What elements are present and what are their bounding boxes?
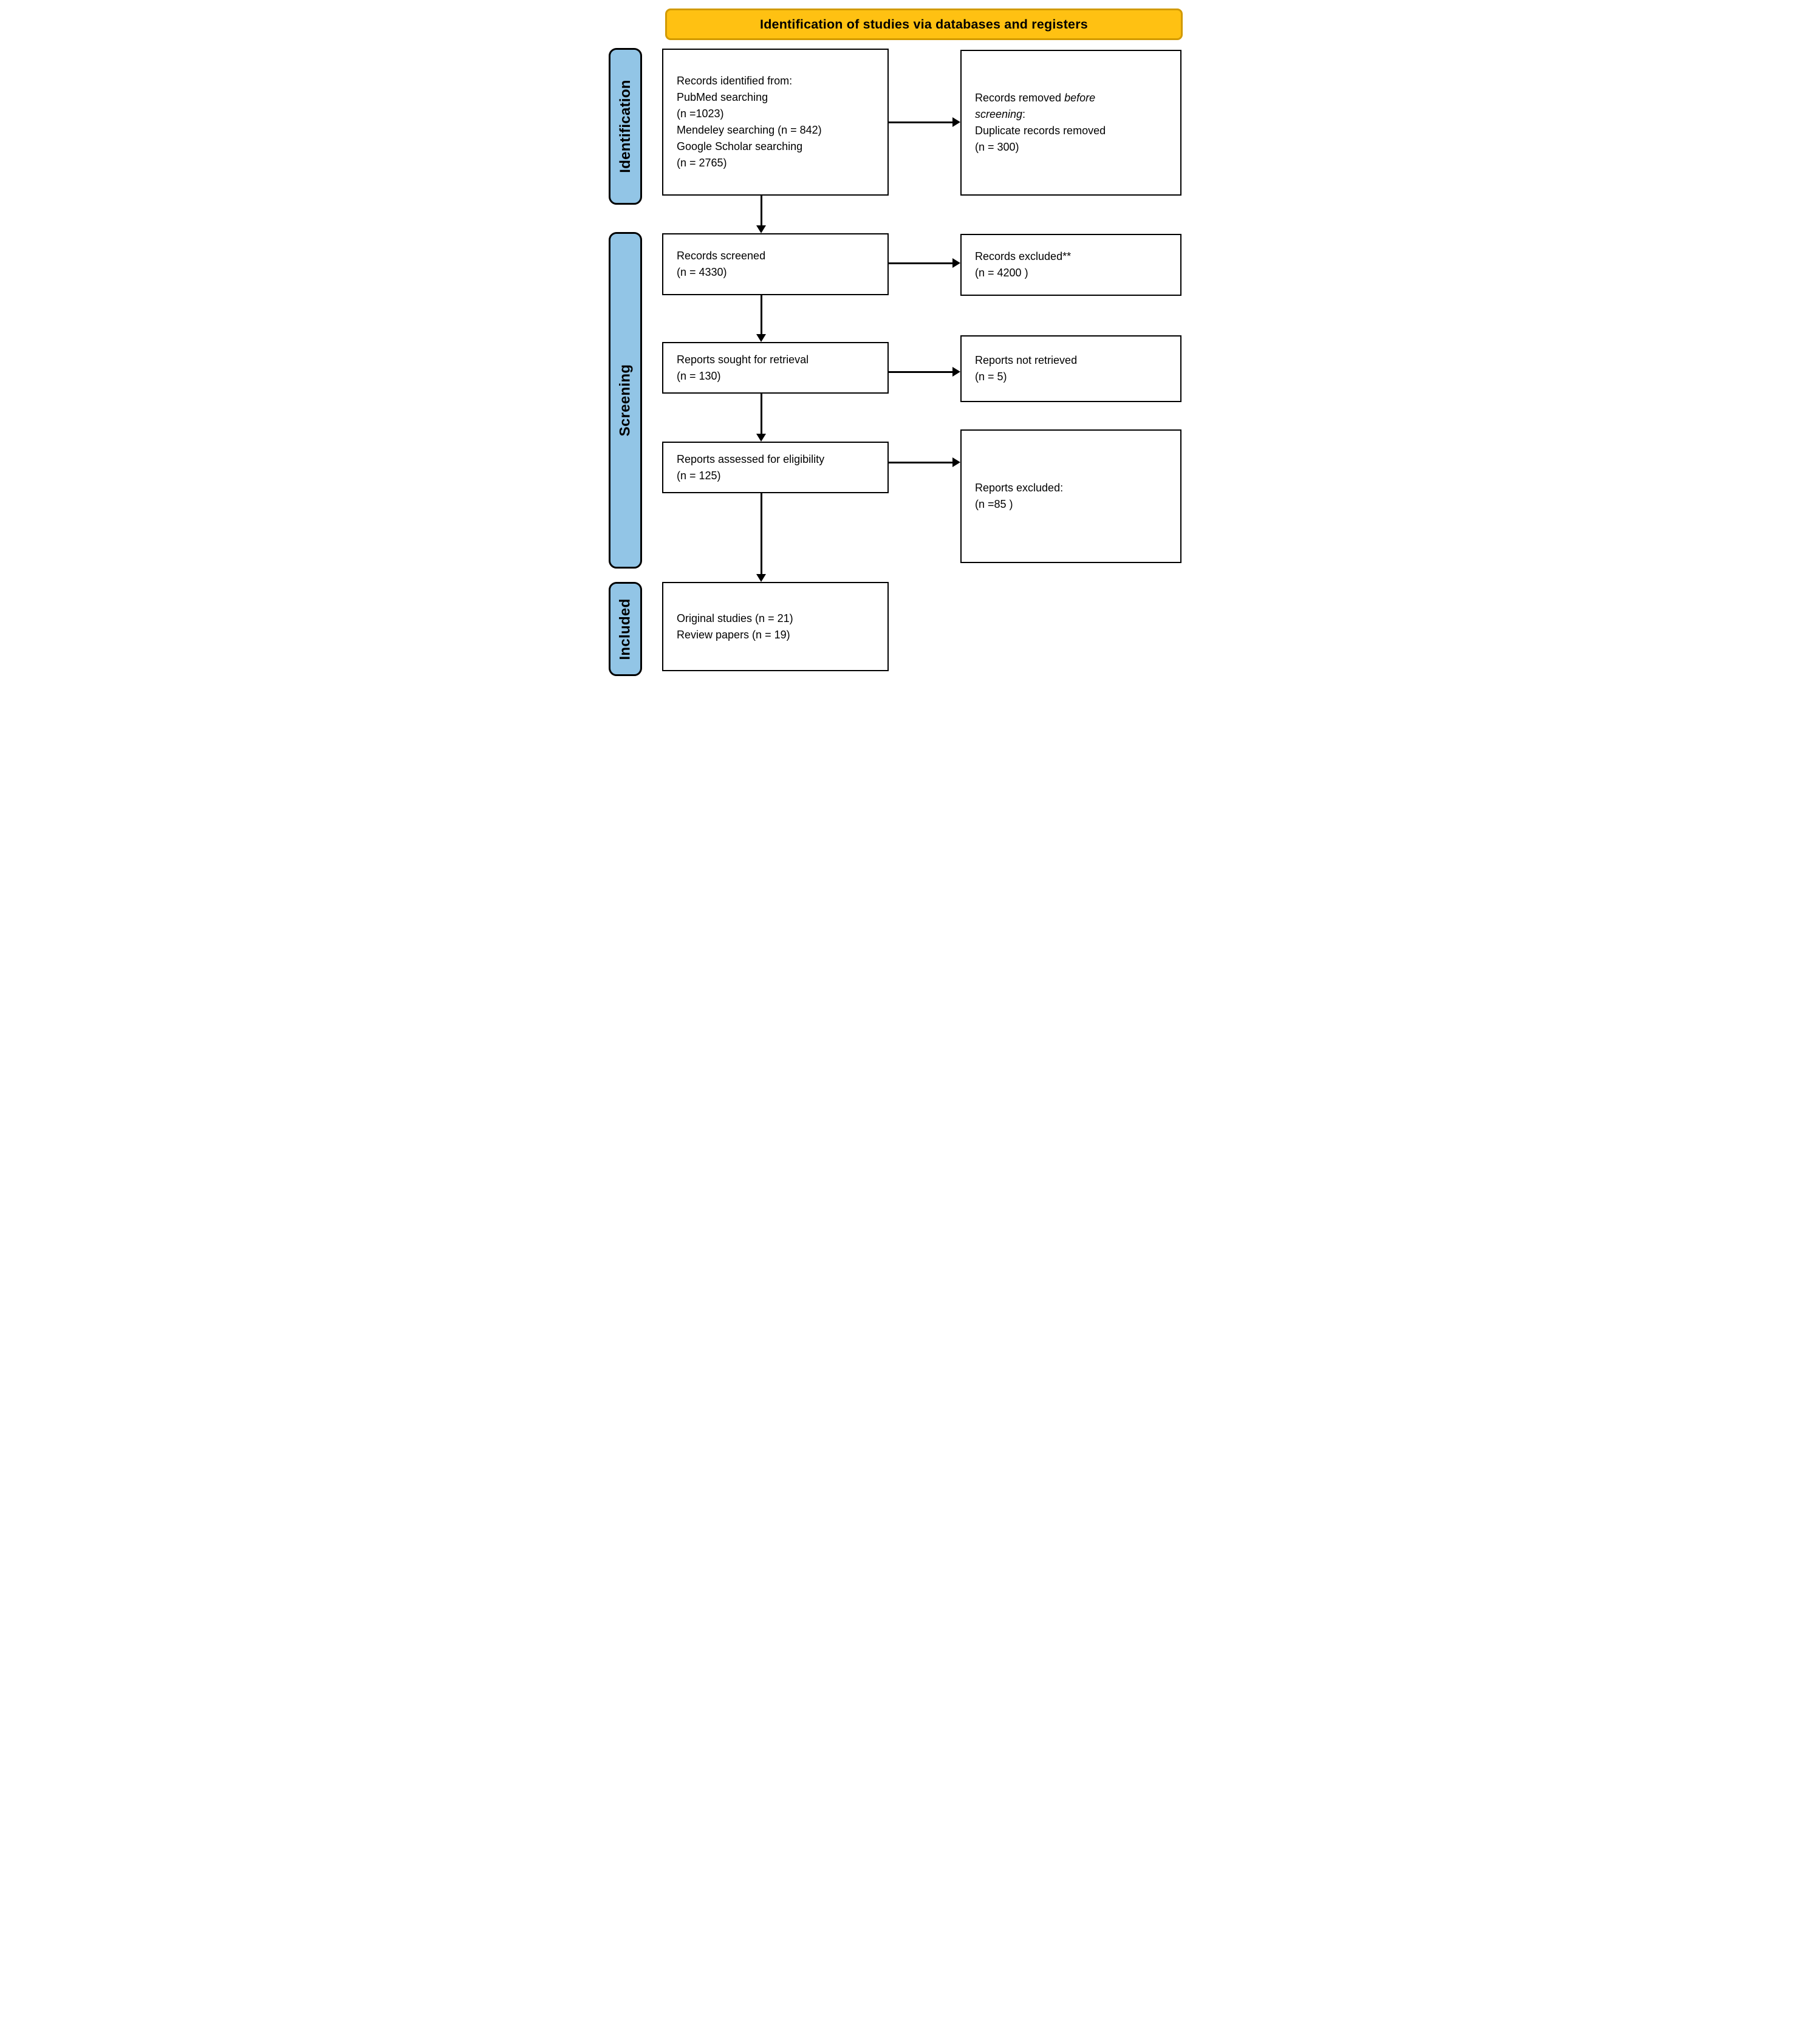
prisma-flow-diagram: Identification of studies via databases … [598, 0, 1197, 682]
box-reports-not-retrieved: Reports not retrieved (n = 5) [960, 335, 1181, 402]
records-identified-item: (n =1023) [677, 108, 724, 120]
records-identified-item: (n = 2765) [677, 157, 727, 169]
banner: Identification of studies via databases … [665, 9, 1183, 40]
arrow-screened-to-sought-head [756, 334, 766, 342]
arrow-assessed-to-included-line [761, 493, 762, 574]
reports-excluded-intro: Reports excluded: [975, 482, 1064, 494]
arrow-sought-to-assessed-head [756, 434, 766, 442]
included-original-studies: Original studies (n = 21) [677, 612, 793, 624]
arrow-identified-to-removed-line [889, 121, 952, 123]
records-identified-item: Mendeley searching (n = 842) [677, 124, 822, 136]
box-records-identified: Records identified from: PubMed searchin… [662, 49, 889, 196]
box-records-excluded: Records excluded** (n = 4200 ) [960, 234, 1181, 296]
records-removed-item: Duplicate records removed [975, 125, 1106, 137]
records-identified-intro: Records identified from: [677, 75, 793, 87]
stage-label-identification-text: Identification [617, 80, 634, 173]
arrow-screened-to-excluded-head [952, 258, 960, 268]
reports-sought-count: (n = 130) [677, 369, 721, 382]
records-excluded-count: (n = 4200 ) [975, 267, 1028, 279]
arrow-assessed-to-excluded-head [952, 457, 960, 467]
stage-label-screening: Screening [609, 232, 642, 569]
reports-assessed-line: Reports assessed for eligibility [677, 453, 825, 465]
records-removed-intro: Records removed before screening: [975, 90, 1121, 123]
arrow-sought-to-assessed-line [761, 394, 762, 434]
stage-label-identification: Identification [609, 48, 642, 205]
box-records-removed: Records removed before screening: Duplic… [960, 50, 1181, 196]
arrow-assessed-to-included-head [756, 574, 766, 582]
box-reports-excluded: Reports excluded: (n =85 ) [960, 429, 1181, 563]
arrow-identified-to-screened-line [761, 196, 762, 225]
records-identified-item: Google Scholar searching [677, 140, 803, 152]
arrow-sought-to-not-retrieved-head [952, 367, 960, 377]
stage-label-included-text: Included [617, 598, 634, 660]
box-records-screened: Records screened (n = 4330) [662, 233, 889, 295]
included-review-papers: Review papers (n = 19) [677, 628, 790, 641]
arrow-sought-to-not-retrieved-line [889, 371, 952, 373]
records-screened-line: Records screened [677, 250, 766, 262]
records-removed-lead-suffix: : [1022, 108, 1026, 120]
box-reports-sought: Reports sought for retrieval (n = 130) [662, 342, 889, 394]
records-identified-item: PubMed searching [677, 91, 768, 103]
records-removed-lead: Records removed [975, 92, 1065, 104]
stage-label-included: Included [609, 582, 642, 676]
records-removed-count: (n = 300) [975, 141, 1019, 153]
arrow-screened-to-excluded-line [889, 262, 952, 264]
box-reports-assessed: Reports assessed for eligibility (n = 12… [662, 442, 889, 493]
stage-label-screening-text: Screening [617, 364, 634, 437]
arrow-identified-to-screened-head [756, 225, 766, 233]
arrow-assessed-to-excluded-line [889, 462, 952, 463]
records-removed-lead-italic: before screening [975, 92, 1096, 120]
reports-not-retrieved-count: (n = 5) [975, 371, 1007, 383]
arrow-identified-to-removed-head [952, 117, 960, 127]
reports-sought-line: Reports sought for retrieval [677, 353, 809, 366]
records-excluded-line: Records excluded** [975, 250, 1072, 262]
reports-not-retrieved-line: Reports not retrieved [975, 354, 1078, 366]
banner-title: Identification of studies via databases … [760, 16, 1088, 32]
reports-excluded-count: (n =85 ) [975, 498, 1013, 510]
arrow-screened-to-sought-line [761, 295, 762, 334]
box-included-studies: Original studies (n = 21) Review papers … [662, 582, 889, 671]
reports-assessed-count: (n = 125) [677, 469, 721, 482]
records-screened-count: (n = 4330) [677, 266, 727, 278]
